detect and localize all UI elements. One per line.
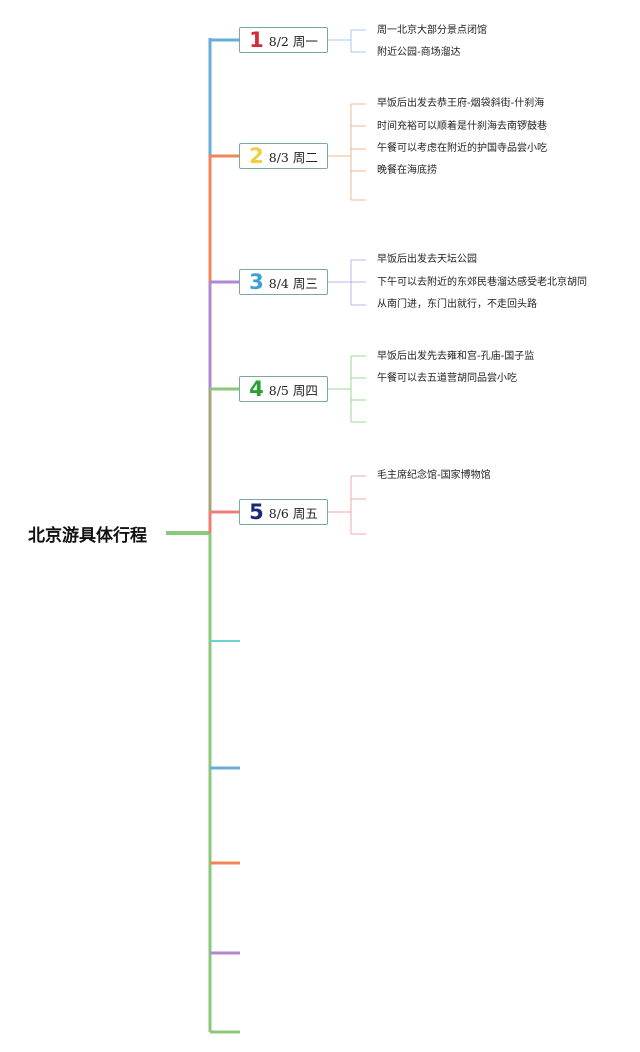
day1-note-1: 周一北京大部分景点闭馆 (377, 25, 487, 36)
day-label-3: 8/4 周三 (268, 275, 318, 291)
day-number-5: 5 (249, 499, 264, 524)
day1-note-2: 附近公园-商场溜达 (377, 47, 461, 58)
day2-note-1: 早饭后出发去恭王府-烟袋斜街-什刹海 (377, 98, 545, 109)
day5-note-1: 毛主席纪念馆-国家博物馆 (377, 470, 491, 481)
day-number-3: 3 (249, 269, 264, 294)
day2-note-2: 时间充裕可以顺着是什刹海去南锣鼓巷 (377, 121, 547, 132)
day-number-2: 2 (249, 143, 264, 168)
day-label-5: 8/6 周五 (268, 505, 318, 521)
day3-note-3: 从南门进，东门出就行，不走回头路 (377, 299, 537, 310)
day-label-1: 8/2 周一 (268, 33, 318, 49)
day4-note-1: 早饭后出发先去雍和宫-孔庙-国子监 (377, 351, 535, 362)
day2-note-4: 晚餐在海底捞 (377, 165, 437, 176)
root-title: 北京游具体行程 (28, 526, 147, 546)
day3-note-1: 早饭后出发去天坛公园 (377, 254, 477, 265)
day4-note-2: 午餐可以去五道营胡同品尝小吃 (377, 373, 517, 384)
day-node-5[interactable]: 5 8/6 周五 (239, 499, 328, 525)
day-number-4: 4 (249, 376, 264, 401)
day-node-4[interactable]: 4 8/5 周四 (239, 376, 328, 402)
day-label-2: 8/3 周二 (268, 149, 318, 165)
day-node-3[interactable]: 3 8/4 周三 (239, 269, 328, 295)
day-node-2[interactable]: 2 8/3 周二 (239, 143, 328, 169)
day-node-1[interactable]: 1 8/2 周一 (239, 27, 328, 53)
day3-note-2: 下午可以去附近的东郊民巷溜达感受老北京胡同 (377, 277, 587, 288)
day2-note-3: 午餐可以考虑在附近的护国寺品尝小吃 (377, 143, 547, 154)
day-number-1: 1 (249, 27, 264, 52)
day-label-4: 8/5 周四 (268, 382, 318, 398)
